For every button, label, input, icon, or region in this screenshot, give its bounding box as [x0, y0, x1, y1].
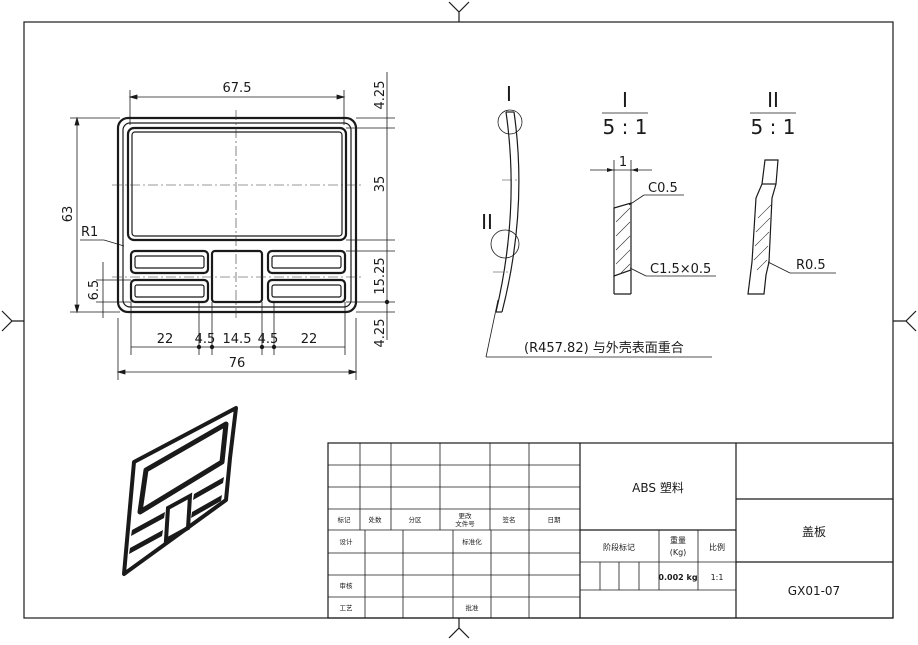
tb-biaozhunhua: 标准化: [462, 537, 482, 546]
dim-width-bottom: 76: [229, 356, 246, 371]
tb-sheji: 设计: [340, 537, 354, 546]
front-dimensions: 67.5 4.25 35 15.25 4.25 63 6.5 R1 22 4.5…: [61, 72, 395, 380]
isometric-view: [122, 406, 238, 576]
section-view: I II (R457.82) 与外壳表面重合: [481, 82, 712, 358]
dim-d4: 4.5: [258, 332, 279, 347]
detail-ii-label: II: [767, 88, 779, 112]
detail-ii-scale: 5 : 1: [751, 115, 796, 139]
tb-gongyi: 工艺: [340, 604, 354, 612]
front-view: [112, 110, 362, 320]
surface-note: (R457.82) 与外壳表面重合: [524, 340, 684, 356]
tb-weight-label: 重量: [670, 535, 686, 545]
tb-shenhe: 审核: [340, 581, 354, 590]
tb-biaoji: 标记: [338, 515, 352, 524]
tb-scale-label: 比例: [709, 542, 725, 552]
radius-r05: R0.5: [796, 258, 826, 273]
tb-material: ABS 塑料: [632, 480, 684, 495]
tb-riqi: 日期: [548, 516, 562, 524]
dim-d3: 14.5: [223, 332, 252, 347]
dim-bottom-gap: 4.25: [373, 319, 388, 348]
dim-d2: 4.5: [195, 332, 216, 347]
dim-width-top: 67.5: [223, 81, 252, 96]
detail-i-dim-1: 1: [619, 155, 627, 170]
tb-part-code: GX01-07: [788, 584, 840, 598]
tb-scale-value: 1:1: [711, 573, 724, 582]
title-block: 标记 处数 分区 更改 文件号 签名 日期 设计 标准化 审核 工艺 批准 AB…: [327, 442, 894, 619]
detail-i-scale: 5 : 1: [603, 115, 648, 139]
tb-genggai-1: 更改: [459, 511, 473, 520]
chamfer-c05: C0.5: [648, 181, 678, 196]
tb-stage-mark: 阶段标记: [603, 542, 635, 552]
tb-chushu: 处数: [369, 515, 383, 524]
dim-top-gap: 4.25: [373, 81, 388, 110]
detail-i-label: I: [622, 88, 628, 112]
tb-pizhun: 批准: [466, 603, 480, 612]
detail-ii: II 5 : 1 R0.5: [747, 88, 836, 295]
dim-d1: 22: [157, 332, 174, 347]
tb-weight-unit: (Kg): [670, 548, 687, 557]
tb-qianming: 签名: [503, 515, 516, 524]
dim-button-height: 6.5: [87, 280, 102, 301]
dim-d5: 22: [301, 332, 318, 347]
detail-mark-i: I: [506, 82, 512, 106]
tb-genggai-2: 文件号: [455, 519, 475, 528]
dim-screen-height: 35: [373, 176, 388, 193]
chamfer-c15: C1.5×0.5: [650, 262, 711, 277]
tb-fenqu: 分区: [409, 515, 423, 524]
detail-mark-ii: II: [481, 210, 493, 234]
detail-i: I 5 : 1 1 C0.5 C1.5×0.5: [590, 88, 716, 295]
dim-radius: R1: [81, 225, 98, 240]
dim-total-height: 63: [61, 206, 76, 223]
tb-part-name: 盖板: [802, 525, 826, 539]
sheet-border: [23, 21, 894, 619]
tb-weight-value: 0.002 kg: [658, 573, 697, 582]
dim-buttons-height: 15.25: [373, 257, 388, 294]
